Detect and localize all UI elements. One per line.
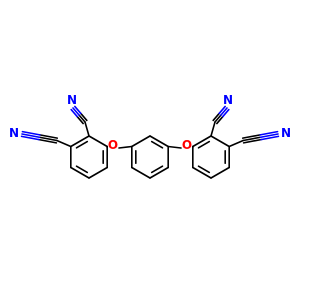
left-ring-bond: [88, 166, 108, 179]
left-ring-bond: [70, 166, 90, 179]
right-ring-bond: [192, 166, 212, 179]
left-ring-double-bond: [75, 165, 89, 174]
right-ring-bond: [210, 135, 230, 148]
ether-bond-left-b: [118, 145, 133, 149]
central-ring-bond: [131, 135, 151, 148]
right-cn-top-triple-bond: [216, 115, 224, 125]
central-ring-double-bond: [150, 165, 164, 174]
right-cn-side-bond: [228, 139, 244, 148]
bond-layer: [20, 105, 280, 179]
left-cn-side-triple-bond: [20, 135, 40, 141]
left-cn-top-triple-bond: [74, 105, 82, 115]
right-cn-top-bond: [210, 121, 216, 137]
left-cn-side-triple-bond: [21, 130, 41, 136]
right-ring-bond: [192, 135, 212, 148]
central-ring-bond: [131, 166, 151, 179]
atom-label-o-left: O: [108, 138, 118, 152]
atom-label-layer: N N O O N N: [9, 93, 291, 152]
right-cn-side-triple-bond: [260, 135, 280, 141]
right-cn-top-triple-bond: [222, 108, 230, 118]
left-ring-bond: [70, 135, 90, 148]
left-cn-side-triple-bond: [39, 134, 59, 139]
right-cn-side-triple-bond: [259, 130, 279, 136]
atom-label-n-right-side: N: [281, 126, 291, 140]
left-cn-top-triple-bond: [76, 115, 84, 125]
right-cn-side-triple-bond: [241, 134, 261, 139]
right-ring-double-bond: [197, 140, 211, 149]
left-cn-side-triple-bond: [21, 133, 41, 139]
left-cn-top-triple-bond: [72, 107, 80, 116]
left-cn-side-triple-bond: [38, 138, 58, 144]
right-cn-top-triple-bond: [212, 112, 220, 122]
left-cn-top-bond: [84, 121, 90, 137]
left-ring-double-bond: [75, 140, 89, 149]
right-cn-top-triple-bond: [220, 107, 228, 116]
ether-bond-right-a: [167, 145, 182, 149]
right-ring-double-bond: [197, 165, 211, 174]
atom-label-n-left-side: N: [9, 126, 19, 140]
left-cn-top-triple-bond: [78, 114, 86, 123]
left-cn-top-triple-bond: [70, 108, 78, 118]
central-ring-double-bond: [150, 140, 164, 149]
left-ring-bond: [88, 135, 108, 148]
molecule-structure: N N O O N N: [9, 93, 291, 179]
right-cn-side-triple-bond: [242, 136, 262, 142]
right-cn-top-triple-bond: [214, 114, 222, 123]
right-ring-bond: [210, 166, 230, 179]
atom-label-n-left-top: N: [67, 93, 77, 107]
left-cn-side-triple-bond: [38, 136, 58, 142]
atom-label-o-right: O: [182, 138, 192, 152]
right-cn-side-triple-bond: [259, 133, 279, 139]
left-cn-top-triple-bond: [80, 112, 88, 122]
central-ring-bond: [149, 166, 169, 179]
right-cn-side-triple-bond: [242, 138, 262, 144]
atom-label-n-right-top: N: [223, 93, 233, 107]
central-ring-bond: [149, 135, 169, 148]
left-cn-side-bond: [56, 139, 72, 148]
right-cn-top-triple-bond: [218, 105, 226, 115]
